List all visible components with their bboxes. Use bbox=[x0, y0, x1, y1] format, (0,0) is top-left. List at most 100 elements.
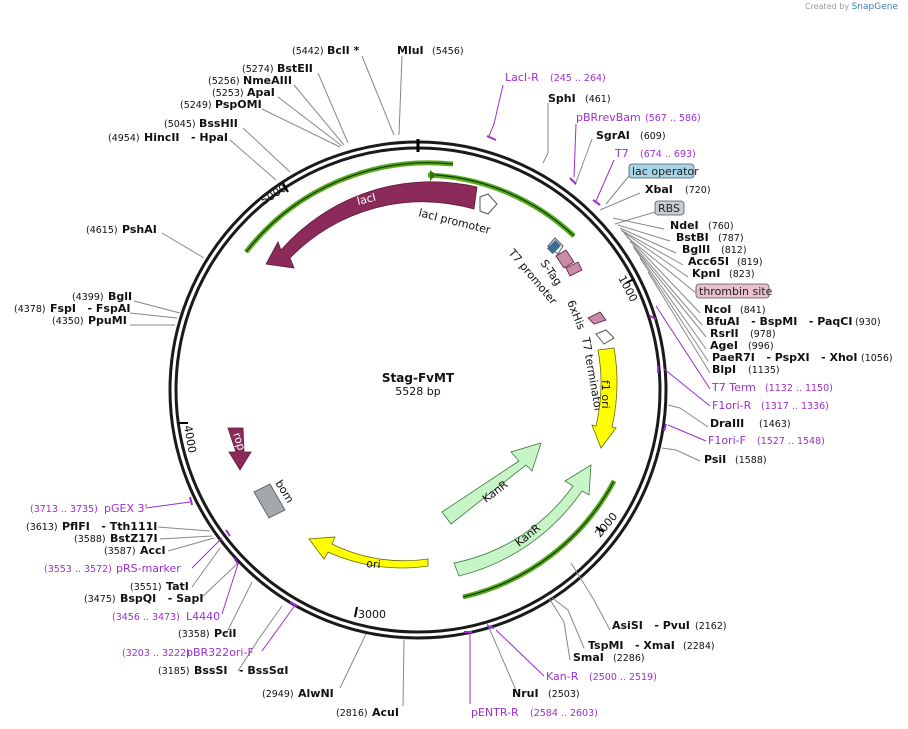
credit-prefix: Created by bbox=[805, 2, 850, 11]
site-bstbi-pos: (787) bbox=[718, 233, 744, 244]
site-pfl-name: PflFI - Tth111I bbox=[62, 520, 157, 533]
lac-operator-label: lac operator bbox=[632, 165, 699, 178]
primer-t7-name: T7 bbox=[614, 147, 629, 160]
leader-mlu bbox=[398, 55, 403, 136]
site-psp-name: PspOMI bbox=[215, 98, 262, 111]
primer-l4440-name: L4440 bbox=[186, 610, 220, 623]
leader-pgex bbox=[145, 501, 191, 509]
kanr-green-arc-core bbox=[462, 480, 615, 598]
site-bspq-pos: (3475) bbox=[84, 594, 116, 605]
leader-sgr bbox=[574, 138, 593, 186]
leader-acu bbox=[402, 637, 405, 707]
site-bstz-pos: (3588) bbox=[74, 534, 106, 545]
ori-feature bbox=[308, 536, 429, 569]
leader-f1r bbox=[663, 368, 711, 407]
leader-rbs bbox=[614, 211, 656, 225]
leader-pbr322 bbox=[261, 603, 297, 652]
plasmid-size: 5528 bp bbox=[395, 385, 440, 398]
laci-promoter-feature bbox=[479, 193, 498, 215]
rbs-box bbox=[654, 200, 685, 216]
site-nme-pos: (5256) bbox=[208, 76, 240, 87]
leader-bste bbox=[317, 72, 349, 144]
site-bgl2-pos: (812) bbox=[721, 245, 747, 256]
site-bss-pos: (5045) bbox=[164, 119, 196, 130]
primer-pgex-pos: (3713 .. 3735) bbox=[30, 504, 98, 515]
primer-pentr-pos: (2584 .. 2603) bbox=[530, 708, 598, 719]
site-sma-pos: (2286) bbox=[613, 653, 645, 664]
thrombin-feature bbox=[565, 261, 583, 277]
primer-f1r-name: F1ori-R bbox=[712, 399, 752, 412]
leader-t7 bbox=[595, 159, 615, 202]
site-rsr-name: RsrII bbox=[710, 327, 739, 340]
leader-lacir bbox=[488, 84, 504, 137]
primer-mark-lacir bbox=[486, 135, 497, 141]
leader-apa bbox=[277, 96, 343, 147]
leader-rsr bbox=[632, 245, 707, 338]
leader-bss bbox=[242, 127, 291, 173]
primer-kanr-pos: (2500 .. 2519) bbox=[589, 672, 657, 683]
site-nde-name: NdeI bbox=[670, 219, 699, 232]
site-bgl2-name: BglII bbox=[682, 243, 710, 256]
his-feature bbox=[587, 311, 607, 325]
site-bstz-name: BstZ17I bbox=[110, 532, 158, 545]
primer-t7-pos: (674 .. 693) bbox=[640, 149, 696, 160]
site-kpn-name: KpnI bbox=[692, 267, 720, 280]
site-alw-pos: (2949) bbox=[262, 689, 294, 700]
leader-dra bbox=[667, 404, 709, 428]
primer-f1f-name: F1ori-F bbox=[708, 434, 746, 447]
leader-sph bbox=[542, 103, 549, 164]
snapgene-credit: Created by SnapGene bbox=[805, 2, 898, 12]
site-mlu-name: MluI bbox=[397, 44, 424, 57]
leader-tat bbox=[191, 547, 221, 588]
leader-nme bbox=[293, 84, 345, 146]
ori-label: ori bbox=[366, 557, 381, 571]
leader-f1f bbox=[667, 424, 707, 442]
leader-l4440 bbox=[221, 563, 239, 615]
site-kpn-pos: (823) bbox=[729, 269, 755, 280]
leader-bgl1 bbox=[133, 300, 181, 314]
site-pci-name: PciI bbox=[214, 627, 236, 640]
site-rsr-pos: (978) bbox=[750, 329, 776, 340]
primer-mark-pgex bbox=[189, 496, 193, 506]
leader-bcl bbox=[361, 55, 395, 136]
site-sgr-name: SgrAI bbox=[596, 129, 630, 142]
rop-label: rop bbox=[230, 431, 248, 452]
leader-nco bbox=[623, 232, 701, 314]
tick-2000 bbox=[595, 526, 605, 533]
site-psh-name: PshAI bbox=[122, 223, 157, 236]
leader-blp bbox=[647, 271, 711, 374]
leader-fsp bbox=[129, 312, 178, 319]
leader-paer bbox=[639, 257, 709, 362]
site-sma-name: SmaI bbox=[573, 651, 604, 664]
site-psh-pos: (4615) bbox=[86, 225, 118, 236]
leader-bstz bbox=[159, 535, 213, 540]
tick-label-2000: 2000 bbox=[592, 510, 620, 540]
his-label: 6xHis bbox=[564, 298, 588, 331]
primer-t7term-name: T7 Term bbox=[711, 381, 756, 394]
site-acu-pos: (2816) bbox=[336, 708, 368, 719]
laci-feature bbox=[265, 181, 478, 269]
site-bgl1-name: BglI bbox=[108, 290, 132, 303]
leader-t7term bbox=[655, 305, 711, 390]
site-bgl1-pos: (4399) bbox=[72, 292, 104, 303]
site-bspq-name: BspQI - SapI bbox=[120, 592, 203, 605]
kanr-lower-feature bbox=[453, 464, 592, 577]
site-sgr-pos: (609) bbox=[640, 131, 666, 142]
site-alw-name: AlwNI bbox=[298, 687, 334, 700]
leader-kanr bbox=[495, 629, 545, 677]
primer-pbr-name: pBRrevBam bbox=[576, 111, 641, 124]
site-asi-name: AsiSI - PvuI bbox=[612, 619, 690, 632]
site-fsp-pos: (4378) bbox=[14, 304, 46, 315]
site-bste-name: BstEII bbox=[277, 62, 313, 75]
site-acc1-name: AccI bbox=[140, 544, 166, 557]
lac-operator-box bbox=[628, 163, 695, 179]
site-nde-pos: (760) bbox=[708, 221, 734, 232]
site-xba-name: XbaI bbox=[645, 183, 673, 196]
leader-bgl2 bbox=[619, 227, 677, 254]
kanr-upper-feature bbox=[441, 442, 542, 525]
primer-l4440-pos: (3456 .. 3473) bbox=[112, 612, 180, 623]
leader-age bbox=[633, 247, 707, 350]
laci-promoter-arc-core bbox=[435, 174, 575, 237]
site-age-pos: (996) bbox=[748, 341, 774, 352]
